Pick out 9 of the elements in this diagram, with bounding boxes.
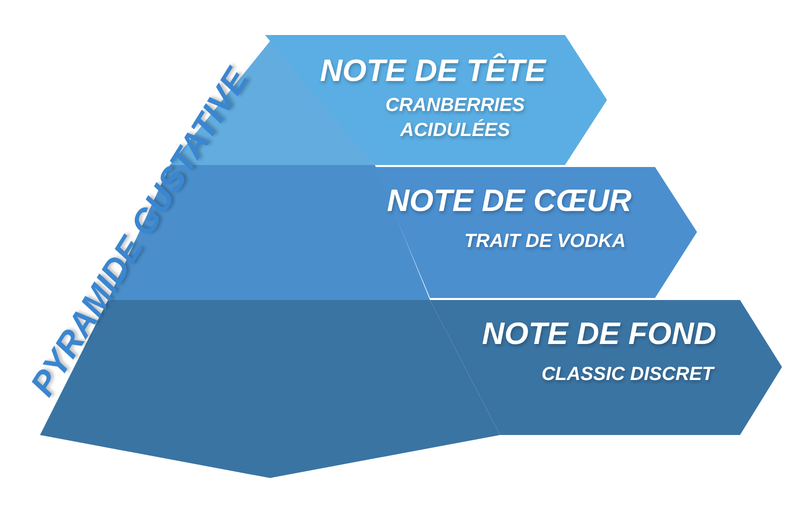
note-heading: NOTE DE CŒUR: [387, 183, 632, 219]
note-description: TRAIT DE VODKA: [463, 230, 627, 254]
arrow-banner: [375, 167, 700, 298]
note-description: CRANBERRIES ACIDULÉES: [384, 94, 526, 143]
note-heading: NOTE DE FOND: [482, 316, 716, 352]
arrow-banner: [430, 300, 785, 435]
arrow-banner: [265, 35, 610, 165]
note-heading: NOTE DE TÊTE: [320, 53, 546, 89]
note-description: CLASSIC DISCRET: [540, 363, 716, 387]
